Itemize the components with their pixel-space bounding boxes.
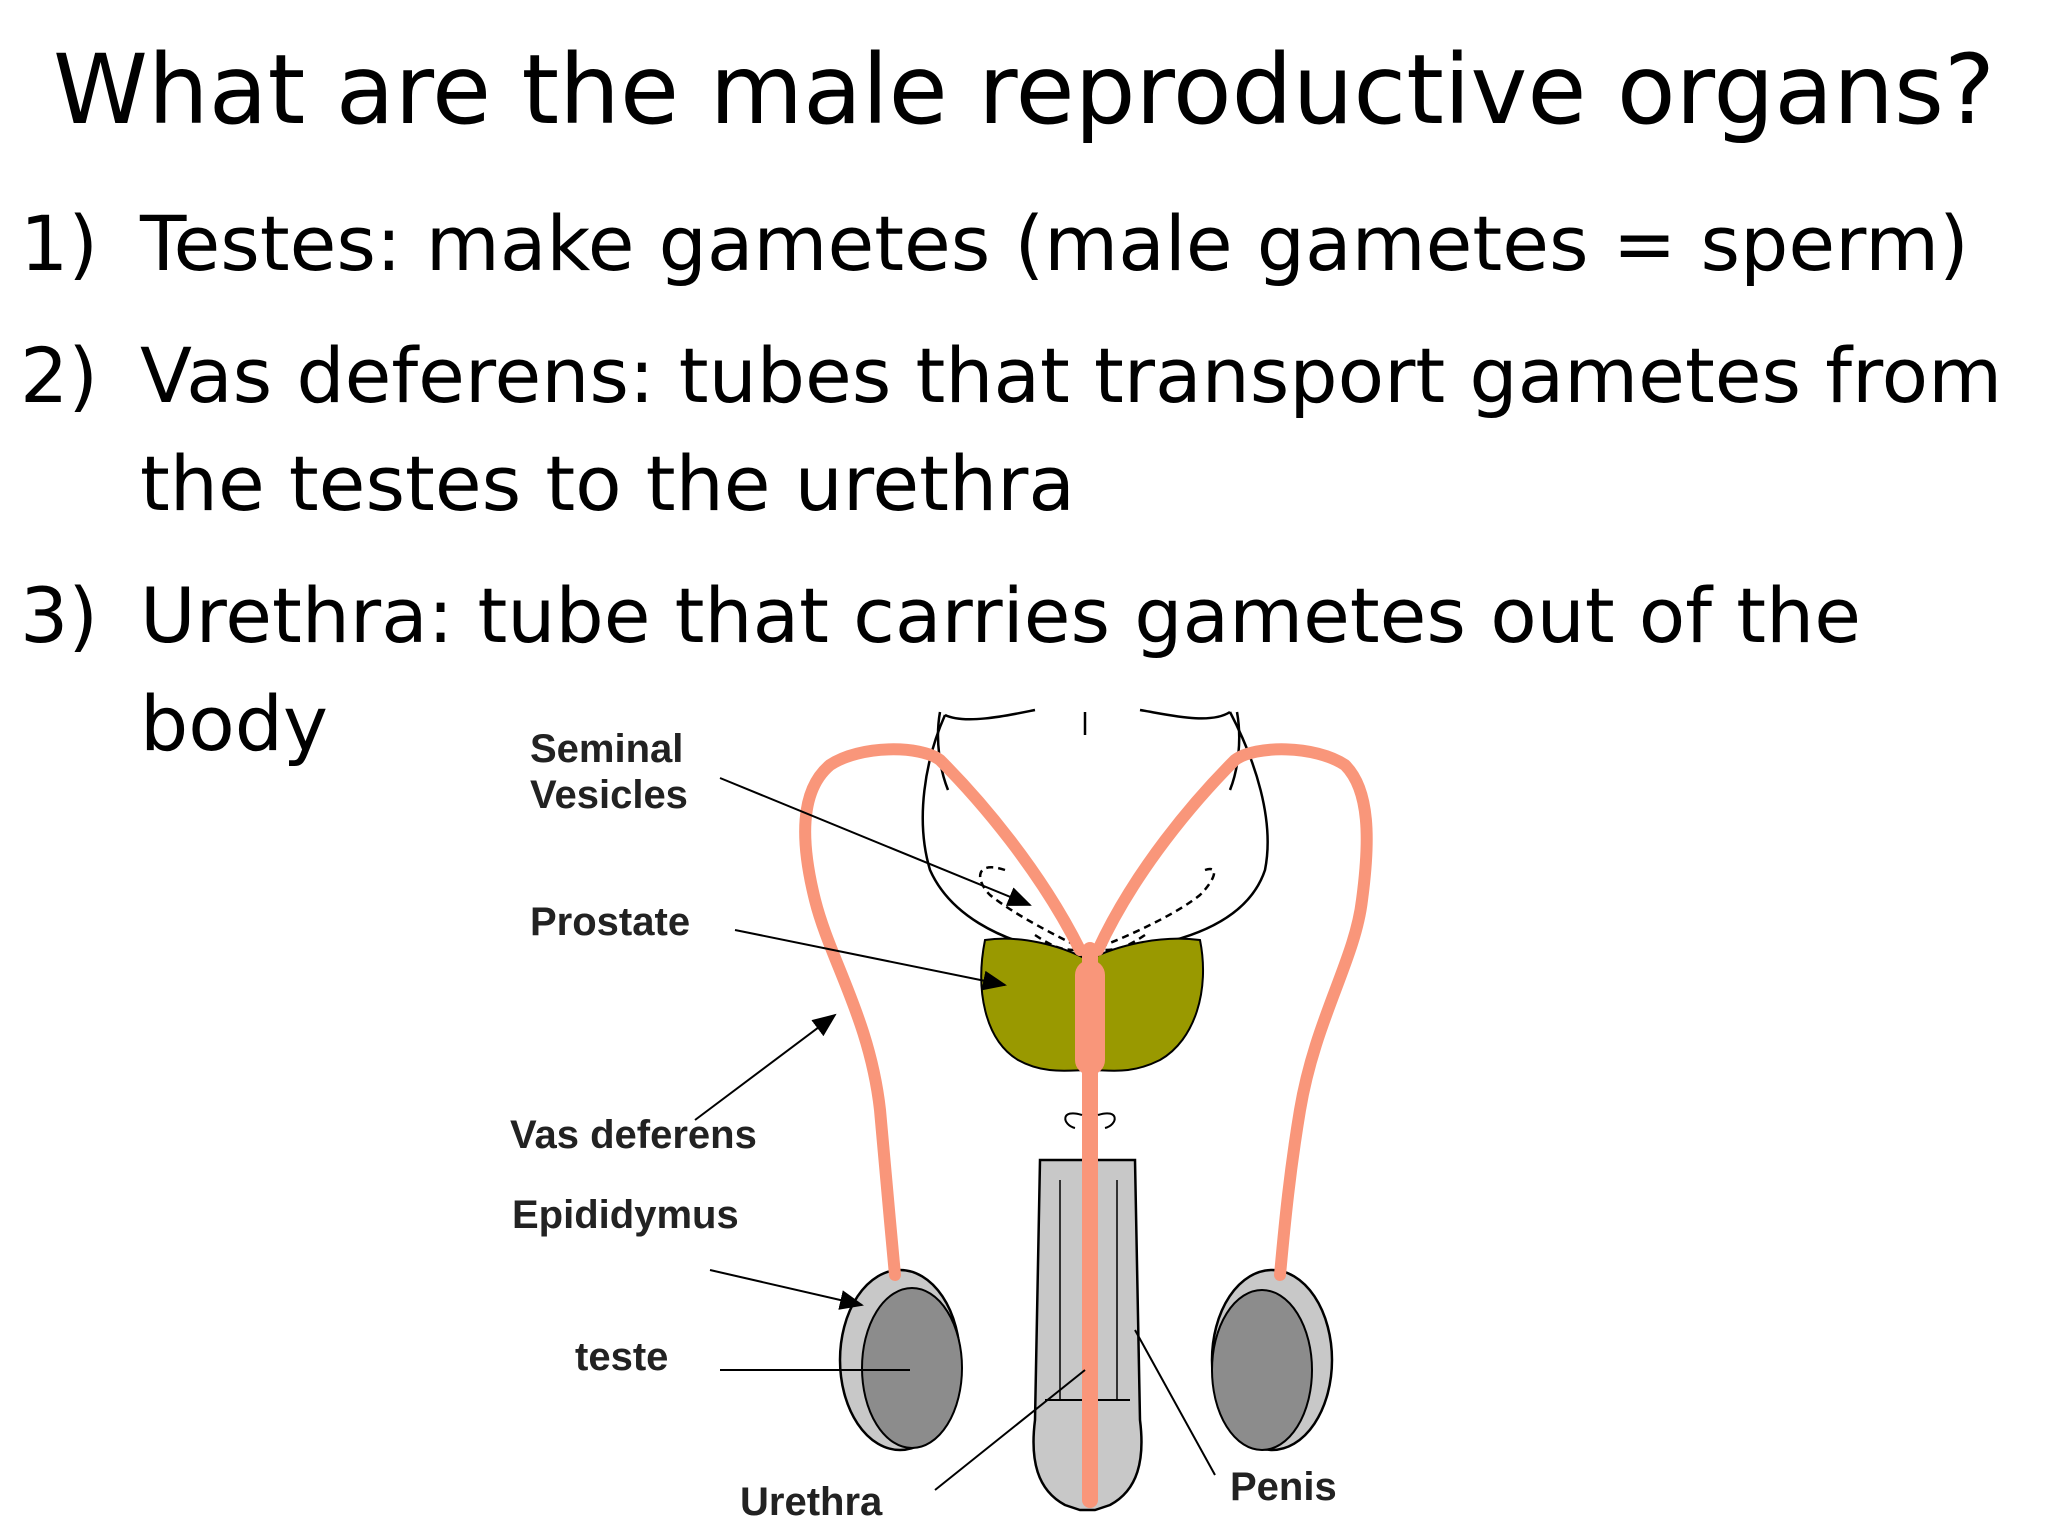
label-urethra: Urethra: [740, 1480, 883, 1524]
label-seminal-vesicles-line2: Vesicles: [530, 773, 688, 817]
label-seminal-vesicles-line1: Seminal: [530, 727, 683, 771]
right-testis: [1210, 1268, 1334, 1452]
list-item-text: Testes: make gametes (male gametes = spe…: [140, 199, 1969, 288]
left-testis: [838, 1268, 963, 1452]
slide-title: What are the male reproductive organs?: [53, 34, 1995, 146]
list-item-text: Vas deferens: tubes that transport gamet…: [140, 331, 2003, 528]
list-item: 3) Urethra: tube that carries gametes ou…: [20, 562, 2040, 778]
vas-deferens: [799, 743, 1373, 1508]
list-item-text: Urethra: tube that carries gametes out o…: [140, 571, 1861, 768]
label-epididymus: Epididymus: [512, 1193, 739, 1237]
bladder-outline: [921, 708, 1269, 952]
list-item-number: 3): [20, 571, 99, 660]
list-item-number: 2): [20, 331, 99, 420]
label-pointers: [694, 777, 1216, 1491]
list-item: 2) Vas deferens: tubes that transport ga…: [20, 322, 2040, 538]
label-prostate: Prostate: [530, 900, 690, 944]
list-item: 1) Testes: make gametes (male gametes = …: [20, 190, 2040, 298]
label-vas-deferens: Vas deferens: [510, 1113, 757, 1157]
seminal-vesicles: [978, 866, 1216, 952]
label-teste: teste: [575, 1335, 668, 1379]
list-item-number: 1): [20, 199, 99, 288]
label-penis: Penis: [1230, 1465, 1337, 1509]
bullet-list: 1) Testes: make gametes (male gametes = …: [20, 190, 2040, 802]
bulbourethral-glands: [1064, 1112, 1116, 1129]
